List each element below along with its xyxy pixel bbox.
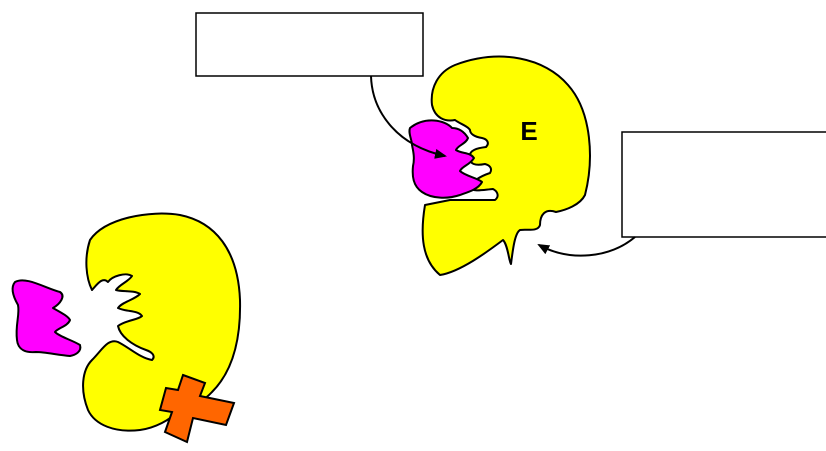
- substrate-shape-bound: [408, 119, 483, 199]
- inhibitor-shape: [158, 373, 236, 444]
- enzyme-shape-inhibited: [82, 212, 242, 432]
- label-box-right: [621, 131, 826, 238]
- label-box-top: [195, 12, 424, 77]
- enzyme-shape-bound: [421, 55, 591, 276]
- arrow-to-substrate: [370, 75, 447, 159]
- enzyme-label: E: [520, 116, 537, 146]
- arrow-to-allosteric-site: [537, 236, 636, 257]
- substrate-shape-free: [11, 279, 82, 357]
